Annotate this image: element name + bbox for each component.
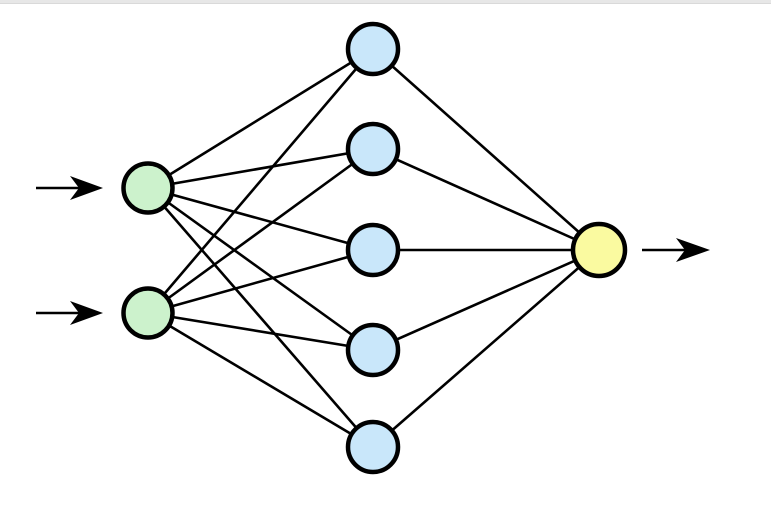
hidden-node-2 xyxy=(345,121,401,177)
hidden-node-5 xyxy=(345,419,401,475)
edge-h1-out1 xyxy=(372,48,600,251)
input-node-2 xyxy=(121,286,175,340)
edge-in2-h2 xyxy=(147,147,374,315)
edge-in1-h2 xyxy=(147,147,374,190)
hidden-node-3 xyxy=(345,222,401,278)
edge-in1-h3 xyxy=(147,186,374,252)
edge-in2-h1 xyxy=(147,48,374,314)
edge-in1-h4 xyxy=(147,186,374,352)
top-border-strip xyxy=(0,0,771,3)
output-arrow-head xyxy=(676,238,710,262)
edge-in2-h3 xyxy=(147,248,374,315)
edge-in1-h5 xyxy=(147,187,374,448)
edge-in1-h1 xyxy=(147,47,374,190)
input-arrow-2-head xyxy=(70,301,103,325)
hidden-node-1 xyxy=(345,21,401,77)
edge-h4-out1 xyxy=(372,248,600,352)
input-arrow-1-head xyxy=(70,176,103,200)
hidden-node-4 xyxy=(345,322,401,378)
output-node-1 xyxy=(570,221,628,279)
top-border-strip-line xyxy=(0,3,771,4)
edge-h5-out1 xyxy=(372,249,600,448)
edge-in2-h4 xyxy=(147,311,374,352)
edge-in2-h5 xyxy=(147,311,374,449)
edge-h2-out1 xyxy=(372,147,600,252)
input-node-1 xyxy=(121,161,175,215)
